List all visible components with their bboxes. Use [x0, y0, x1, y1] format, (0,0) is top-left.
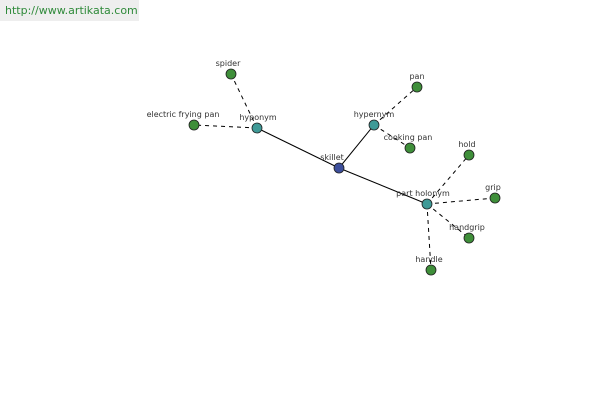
term-hold-label[interactable]: hold [458, 140, 475, 149]
term-pan-node[interactable] [411, 81, 423, 93]
term-spider-node[interactable] [225, 68, 237, 80]
graph-labels: hyponym spider electric frying pan hypernym… [147, 59, 501, 264]
watermark-text[interactable]: http://www.artikata.com [5, 4, 138, 17]
relation-part-holonym-label[interactable]: part holonym [396, 189, 450, 198]
edge-part-holonym-hold [426, 154, 470, 205]
watermark-box: http://www.artikata.com [0, 0, 139, 21]
edge-skillet-part-holonym [338, 167, 428, 205]
term-cooking-pan-node[interactable] [404, 142, 416, 154]
edge-part-holonym-grip [426, 197, 496, 205]
graph-edges [193, 73, 496, 271]
relation-hypernym-node[interactable] [368, 119, 380, 131]
center-skillet-label[interactable]: skillet [320, 153, 344, 162]
term-spider-label[interactable]: spider [216, 59, 241, 68]
term-cooking-pan-label[interactable]: cooking pan [384, 133, 433, 142]
edge-skillet-hyponym [256, 127, 340, 169]
term-grip-node[interactable] [489, 192, 501, 204]
edge-skillet-hypernym [338, 124, 375, 169]
edge-hypernym-pan [373, 86, 418, 126]
edge-hyponym-electric-frying-pan [193, 124, 258, 129]
term-electric-frying-pan-node[interactable] [188, 119, 200, 131]
term-handgrip-node[interactable] [463, 232, 475, 244]
edge-hyponym-spider [230, 73, 258, 129]
graph-nodes [188, 68, 501, 276]
edge-part-holonym-handgrip [426, 203, 470, 239]
relation-hyponym-label[interactable]: hyponym [239, 113, 277, 122]
relation-hypernym-label[interactable]: hypernym [354, 110, 395, 119]
term-handgrip-label[interactable]: handgrip [449, 223, 485, 232]
edge-hypernym-cooking-pan [373, 124, 411, 149]
term-hold-node[interactable] [463, 149, 475, 161]
relation-hyponym-node[interactable] [251, 122, 263, 134]
term-handle-label[interactable]: handle [415, 255, 442, 264]
term-grip-label[interactable]: grip [485, 183, 501, 192]
term-handle-node[interactable] [425, 264, 437, 276]
term-electric-frying-pan-label[interactable]: electric frying pan [147, 110, 220, 119]
relation-part-holonym-node[interactable] [421, 198, 433, 210]
edge-part-holonym-handle [426, 203, 432, 271]
term-pan-label[interactable]: pan [409, 72, 424, 81]
center-skillet-node[interactable] [333, 162, 345, 174]
